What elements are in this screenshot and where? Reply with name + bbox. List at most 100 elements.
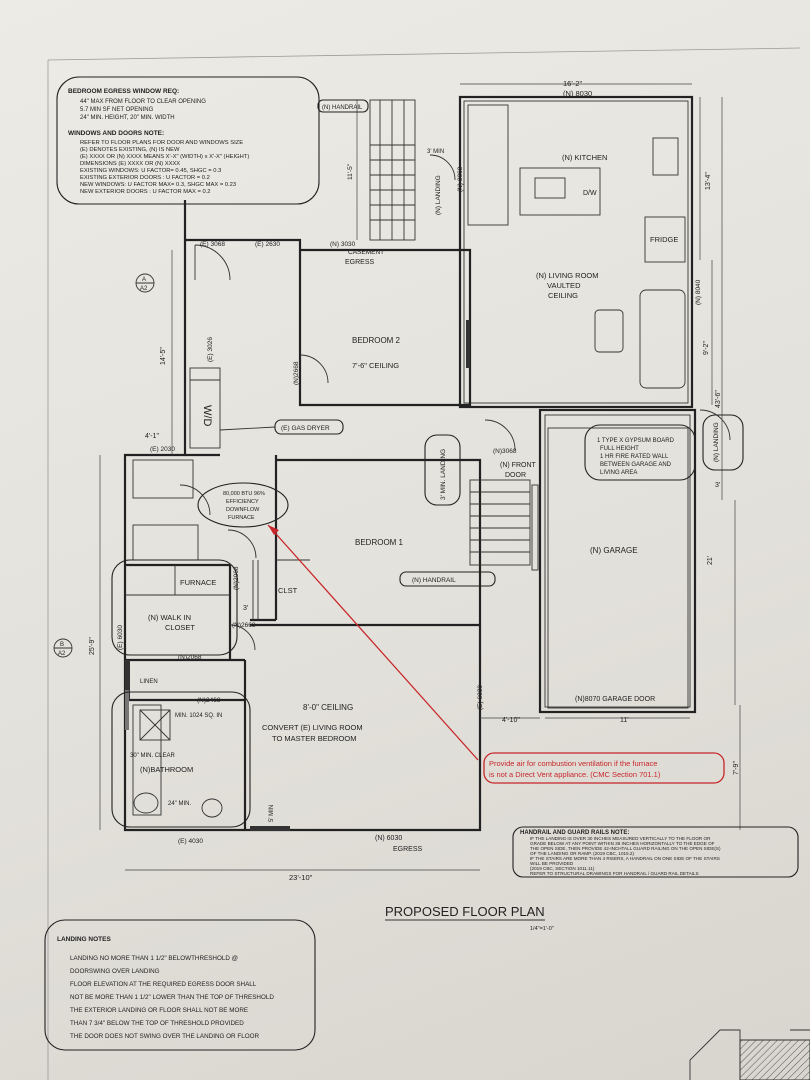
windows-title: WINDOWS AND DOORS NOTE: [68,130,164,137]
front-door-a: (N) FRONT [500,462,536,469]
windows-line-7: NEW WINDOWS: U FACTOR MAX= 0.3, SHGC MAX… [80,182,236,188]
gypsum-5: LIVING AREA [600,470,637,476]
dim-right-e: 7'-9" [733,761,740,775]
landing-mid-cloud: 3' MIN. LANDING [424,434,461,506]
gypsum-2: FULL HEIGHT [600,446,639,452]
door-2668-b2-label: (N)2668 [293,361,300,385]
landing-line-5: THE EXTERIOR LANDING OR FLOOR SHALL NOT … [70,1007,248,1014]
win-6030-r-label: (E) 6030 [477,685,484,710]
dim-right-c: 43'-6" [715,390,722,408]
clear-label: 30" MIN. CLEAR [130,753,175,759]
landing-line-2: DOORSWING OVER LANDING [70,968,160,975]
landing-line-1: LANDING NO MORE THAN 1 1/2" BELOWTHRESHO… [70,955,238,962]
handrail-mid-tag: (N) HANDRAIL [399,571,496,587]
egress-title: BEDROOM EGRESS WINDOW REQ: [68,88,179,95]
furnace-note-4: FURNACE [228,515,255,521]
convert-b-label: TO MASTER BEDROOM [272,734,356,743]
win-e2630-label: (E) 2630 [255,241,280,248]
dim-right-d: 21' [707,556,714,565]
handrail-line-4: OF THE LANDING OR RAMP. (2019 CBC, 1015.… [530,851,634,856]
bedroom1-label: BEDROOM 1 [355,538,404,547]
landing-right-cloud: (N) LANDING [702,414,744,471]
egress-windows-note: BEDROOM EGRESS WINDOW REQ: 44" MAX FROM … [56,76,320,205]
bedroom2-label: BEDROOM 2 [352,336,401,345]
handrail-line-6: WILL BE PROVIDED [530,861,574,866]
win-3026-label: (E) 3026 [207,337,214,362]
ceil-80-label: 8'-0" CEILING [303,703,353,712]
ceil-76-label: 7'-6" CEILING [352,361,399,370]
dim-right-b: 9'-2" [703,341,710,355]
walkin-label: (N) WALK IN [148,613,191,622]
dim-three-a: 3' [243,605,248,612]
plan-title: PROPOSED FLOOR PLAN [385,904,545,919]
furnace-note-3: DOWNFLOW [226,507,260,513]
egress-line-3: 24" MIN. HEIGHT, 20" MIN. WIDTH [80,115,175,121]
win-4030-label: (E) 4030 [178,838,203,845]
garage-label: (N) GARAGE [590,546,638,555]
dim-left-a: 14'-5" [160,347,167,365]
dim-left-c: 25'-9" [89,637,96,655]
furnace-note-cloud: 80,000 BTU 96% EFFICIENCY DOWNFLOW FURNA… [197,482,289,528]
kitchen-label: (N) KITCHEN [562,153,607,162]
living-label: (N) LIVING ROOM [536,271,599,280]
dim-three-b: 3' [715,482,720,489]
dim-right-a: 13'-4" [705,172,712,190]
landing-notes: LANDING NOTES LANDING NO MORE THAN 1 1/2… [44,919,316,1051]
dim-stair-height: 11'-5" [347,163,354,180]
min24-label: 24" MIN. [168,801,191,807]
wd-label: W/D [201,405,213,426]
redline-text-2: is not a Direct Vent appliance. (CMC Sec… [489,770,661,779]
landing-line-4: NOT BE MORE THAN 1 1/2" LOWER THAN THE T… [70,994,274,1001]
gypsum-4: BETWEEN GARAGE AND [600,462,672,468]
dw-label: D/W [583,190,597,197]
door-2468-label: (N)2468 [197,697,221,704]
egress-line-1: 44" MAX FROM FLOOR TO CLEAR OPENING [80,99,206,105]
clst-label: CLST [278,586,298,595]
egress-line-2: 5.7 MIN SF NET OPENING [80,107,154,113]
landing-line-7: THE DOOR DOES NOT SWING OVER THE LANDING… [70,1033,259,1040]
walkin-cloud [111,559,238,656]
bathroom-cloud [111,691,251,828]
windows-line-1: REFER TO FLOOR PLANS FOR DOOR AND WINDOW… [80,140,243,146]
dim-garage-width: 11' [620,717,629,724]
gas-dryer-tag: (E) GAS DRYER [219,419,344,435]
linen-label: LINEN [140,679,158,685]
door-2068-w-label: (N)2068 [178,654,202,661]
handrail-line-1: IF THE LANDING IS OVER 30 INCHES MEASURE… [530,836,711,841]
landing-notes-title: LANDING NOTES [57,936,111,943]
partial-detail [689,1029,810,1080]
egress-label: EGRESS [345,259,375,266]
handrail-top-label: (N) HANDRAIL [322,105,363,111]
windows-line-8: NEW EXTERIOR DOORS : U FACTOR MAX = 0.2 [80,189,211,195]
redline-comment: Provide air for combustion ventilation i… [267,524,725,784]
dim-bottom: 23'-10" [289,873,313,882]
win-2030-label: (E) 2030 [150,446,175,453]
handrail-title: HANDRAIL AND GUARD RAILS NOTE: [520,830,629,836]
min-top-label: 3' MIN [427,149,444,155]
handrail-line-7: (2019 CBC, SECTION 1011.11) [530,866,595,871]
door-2668-label: (N)2668 [232,622,256,629]
win-8040-label: (N) 8040 [695,279,702,305]
section-b-label: B [60,642,64,648]
win-n3030-label: (N) 3030 [330,241,356,248]
windows-line-3: (E) XXXX OR (N) XXXX MEANS X'-X" (WIDTH)… [80,154,249,160]
bathroom-label: (N)BATHROOM [140,765,193,774]
gypsum-3: 1 HR FIRE RATED WALL [600,454,669,460]
ceiling-label: CEILING [548,291,578,300]
dim-step-width: 4'-10" [502,717,520,724]
windows-line-4: DIMENSIONS (E) XXXX OR (N) XXXX [80,161,180,167]
furnace-label: FURNACE [180,578,216,587]
convert-a-label: CONVERT (E) LIVING ROOM [262,723,363,732]
gas-dryer-label: (E) GAS DRYER [281,425,330,432]
gypsum-1: 1 TYPE X GYPSUM BOARD [597,438,675,444]
gypsum-note-cloud: 1 TYPE X GYPSUM BOARD FULL HEIGHT 1 HR F… [584,424,696,481]
min-sqin-label: MIN. 1024 SQ. IN [175,713,222,719]
section-marker-a: A A2 [135,273,155,293]
landing-top-label: (N) LANDING [435,175,442,215]
handrail-line-8: REFER TO STRUCTURAL DRAWINGS FOR HANDRAI… [530,871,699,876]
landing-right-label: (N) LANDING [713,422,720,462]
redline-text-1: Provide air for combustion ventilation i… [489,759,657,768]
casement-label: CASEMENT [348,249,384,256]
windows-line-6: EXISTING EXTERIOR DOORS : U FACTOR = 0.2 [80,175,210,181]
